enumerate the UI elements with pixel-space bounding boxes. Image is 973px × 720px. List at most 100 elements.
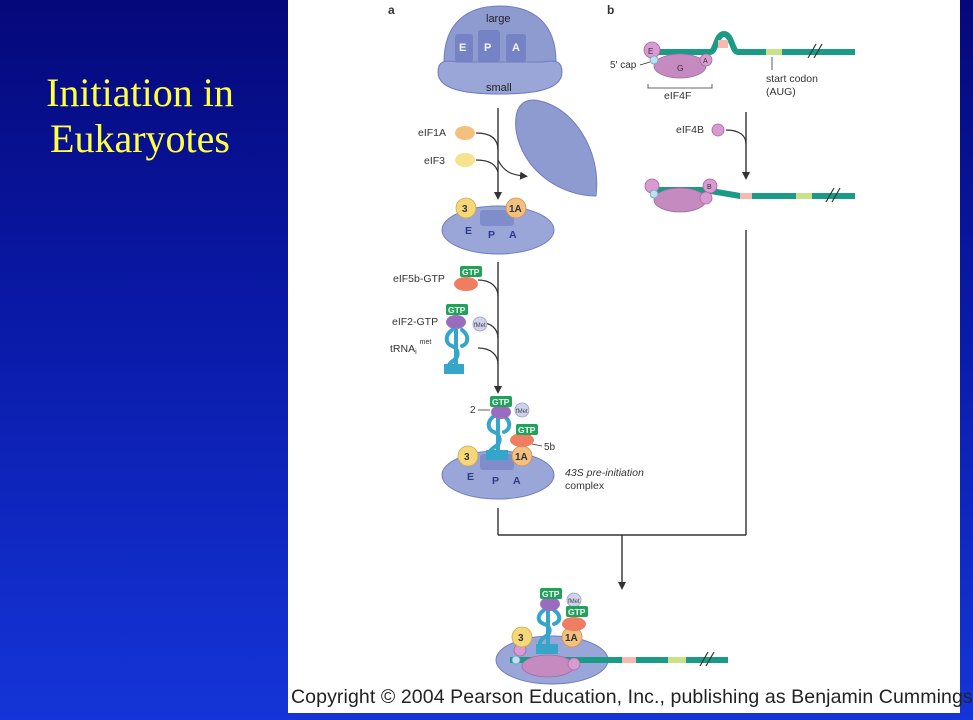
gtp-box-4: [516, 424, 538, 435]
factor-1a-label-2: 1A: [515, 452, 528, 463]
cap-label: 5′ cap: [610, 60, 637, 71]
mrna-segment-pink-3: [622, 657, 636, 663]
factor-3-label-3: 3: [518, 633, 524, 644]
gtp-box-2: [446, 304, 468, 315]
arrow-curve-eif4b: [725, 129, 747, 145]
eif2-shape: [446, 315, 466, 329]
trna-base-1: [444, 364, 464, 374]
eif3-bound-1: [455, 197, 477, 219]
eif3-label: eIF3: [424, 155, 445, 167]
figure-panel: a b large E P A small eIF1A eIF3 3 1A E …: [288, 0, 960, 713]
gtp-box-3: [490, 396, 512, 407]
site-a-small-1: A: [509, 229, 517, 241]
small-subunit-2: [441, 205, 555, 255]
factor-1a-label-3: 1A: [565, 633, 578, 644]
site-a-box: [506, 34, 526, 62]
site-p-small-2: P: [492, 475, 499, 487]
break-mark-2: [825, 187, 841, 203]
small-label: small: [486, 82, 512, 94]
small-subunit: [437, 60, 563, 95]
groove-p-1: [480, 210, 514, 226]
eif1a-bound-1: [505, 197, 527, 219]
arrow-curve-eif1a: [475, 132, 499, 151]
eif4b-bound: [702, 178, 718, 194]
arrow-curve-eif5b: [477, 279, 499, 297]
trna-base-3: [536, 644, 558, 654]
eif1a-shape: [455, 126, 475, 140]
site-p-label: P: [484, 42, 491, 54]
gtp-box-5: [540, 588, 562, 599]
complex-label-1: 43S pre-initiation: [565, 467, 644, 479]
eif4a-bound: [699, 191, 713, 205]
site-a-small-2: A: [513, 475, 521, 487]
site-a-label: A: [512, 42, 520, 54]
mrna-top: E G A 5′ cap eIF4F start codon (AUG): [610, 30, 855, 102]
trna-base-2: [486, 450, 508, 460]
eif3-shape: [455, 153, 475, 167]
fmet-label-3: fMet: [568, 599, 580, 605]
cap-shape-3: [511, 655, 521, 665]
copyright-notice: Copyright © 2004 Pearson Education, Inc.…: [291, 686, 973, 708]
eif4f-bracket: [647, 84, 713, 89]
arrow-curve-eif3: [475, 159, 499, 173]
title-line-2: Eukaryotes: [50, 116, 230, 161]
break-mark-1: [807, 43, 823, 59]
slide-title: Initiation in Eukaryotes: [20, 70, 260, 162]
fmet-label-2: fMet: [516, 409, 528, 415]
start-codon-label-2: (AUG): [766, 86, 796, 98]
mrna-segment-pink-2: [740, 193, 752, 199]
label-a-4a: A: [703, 58, 708, 65]
trna-label: tRNAimet: [390, 339, 431, 356]
eif4g-shape-3: [521, 654, 575, 678]
cap-shape-2: [649, 189, 659, 199]
mrna-segment-pink-1: [718, 40, 728, 48]
site-e-small-2: E: [467, 471, 474, 483]
gtp-label-6: GTP: [568, 607, 586, 617]
eif3-bound-2: [457, 445, 479, 467]
gtp-label-1: GTP: [462, 267, 480, 277]
eif5b-bound: [510, 433, 534, 447]
eif2-bound-3: [540, 597, 560, 611]
num-2-label: 2: [470, 405, 476, 416]
arrow-curve-trna: [477, 347, 499, 365]
arrow-to-large: [497, 159, 528, 180]
start-codon-box-3: [668, 657, 686, 663]
site-e-label: E: [459, 42, 466, 54]
cap-leader: [639, 61, 651, 66]
cap-shape-1: [649, 55, 659, 65]
fmet-circle-1: [472, 316, 488, 332]
ribosome-top: large E P A small: [437, 5, 563, 95]
factor-3-label-1: 3: [462, 204, 468, 215]
pre-initiation-complex: 3 1A GTP fMet GTP 2 5b E P A: [441, 396, 556, 500]
site-p-box: [478, 30, 500, 62]
trna-shape-3: [536, 608, 562, 650]
eif4g-shape-2: [653, 187, 707, 213]
eif1a-label: eIF1A: [418, 127, 446, 139]
dissociated-large-subunit: [515, 99, 598, 197]
eif3-bound-3: [511, 626, 533, 648]
initiation-diagram: a b large E P A small eIF1A eIF3 3 1A E …: [388, 3, 855, 685]
break-mark-3: [699, 651, 715, 667]
gtp-box-1: [460, 266, 482, 277]
gtp-label-2: GTP: [448, 305, 466, 315]
gtp-label-4: GTP: [518, 425, 536, 435]
eif2-bound: [491, 405, 511, 419]
start-codon-box-1: [766, 49, 782, 55]
fmet-label-1: fMet: [474, 323, 486, 329]
gtp-label-3: GTP: [492, 397, 510, 407]
num-5b-label: 5b: [544, 442, 556, 453]
label-b-4b: B: [707, 184, 712, 191]
mrna-bound-eif4b: B: [644, 178, 855, 213]
factor-3-label-2: 3: [464, 452, 470, 463]
eif4b-shape-3: [567, 657, 581, 671]
small-subunit-complex-1: 3 1A E P A: [441, 197, 555, 255]
fmet-circle-2: [514, 402, 530, 418]
eif2-gtp-label: eIF2-GTP: [392, 316, 438, 328]
complex-label-2: complex: [565, 480, 605, 492]
site-e-box: [455, 34, 473, 62]
start-codon-label-1: start codon: [766, 73, 818, 85]
title-line-1: Initiation in: [46, 70, 234, 115]
site-p-small-1: P: [488, 229, 495, 241]
mrna-strand-1: [650, 30, 855, 55]
large-label: large: [486, 13, 510, 25]
